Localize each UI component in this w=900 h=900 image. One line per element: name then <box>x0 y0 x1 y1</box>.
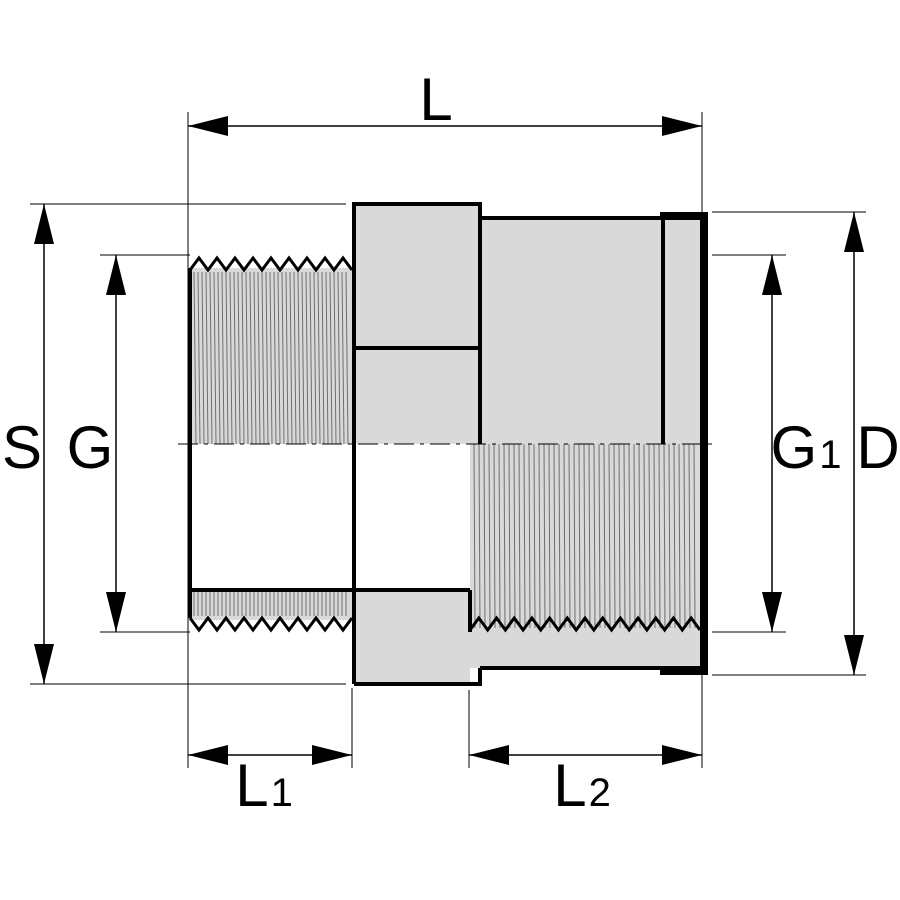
male-thread-lower <box>193 592 347 616</box>
fitting-body <box>190 204 708 682</box>
fitting-outline <box>188 202 708 686</box>
extension-lines <box>30 112 866 768</box>
label-G1: G1 <box>771 414 842 481</box>
label-S: S <box>2 414 42 481</box>
label-L: L <box>419 66 452 133</box>
thread-teeth <box>188 255 702 633</box>
dimension-lines <box>34 116 864 765</box>
male-thread-upper <box>193 271 349 445</box>
label-L1: L1 <box>235 752 293 819</box>
label-G: G <box>67 414 114 481</box>
label-D: D <box>856 414 899 481</box>
label-L2: L2 <box>553 752 611 819</box>
female-thread <box>473 443 696 629</box>
